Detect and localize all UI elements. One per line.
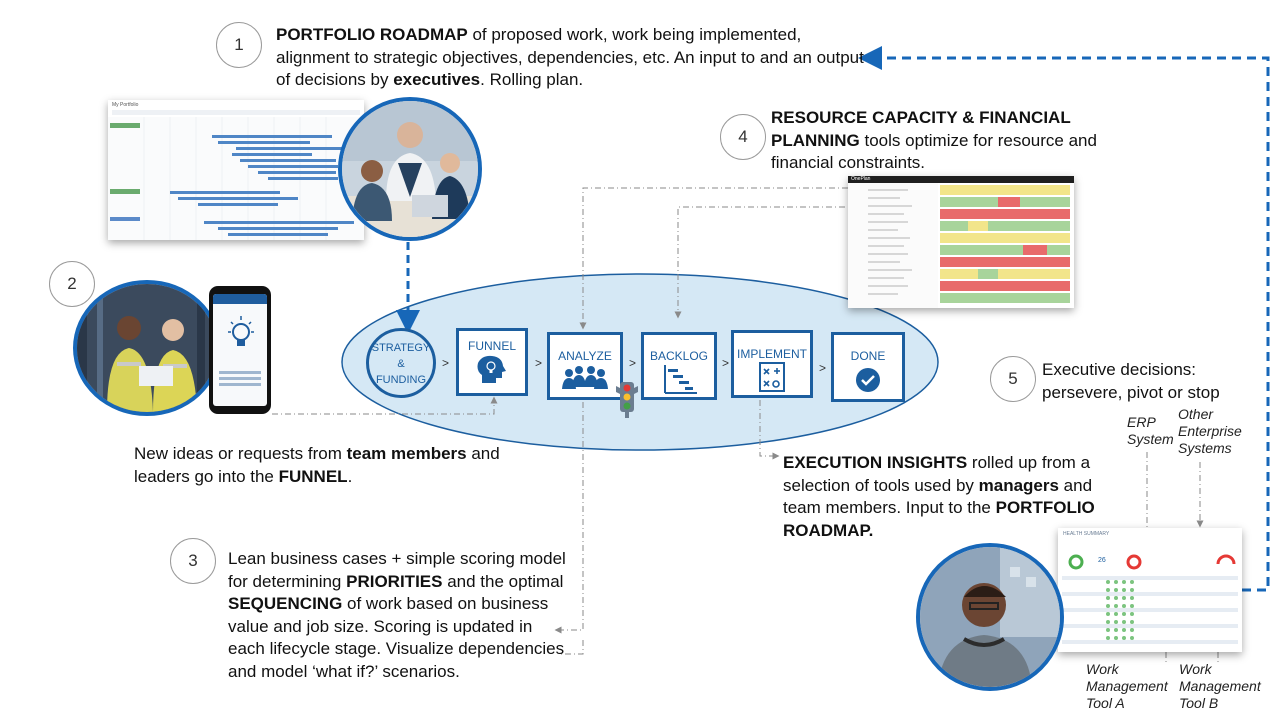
stage-implement: IMPLEMENT (731, 330, 813, 398)
stage-analyze: ANALYZE (547, 332, 623, 400)
step-number-2: 2 (49, 261, 95, 307)
strategy-label-3: FUNDING (375, 374, 427, 386)
other-enterprise-systems-label: Other Enterprise Systems (1178, 406, 1242, 456)
step-number-3: 3 (170, 538, 216, 584)
traffic-light-icon (616, 382, 638, 418)
stage-separator: > (819, 361, 827, 375)
work-tool-b-label: Work Management Tool B (1179, 661, 1261, 711)
insights-bold-1: EXECUTION INSIGHTS (783, 453, 968, 472)
callout1-text-2: . Rolling plan. (480, 70, 584, 89)
health-summary-title: HEALTH SUMMARY (1063, 531, 1110, 537)
health-summary-dashboard: 26 (1062, 554, 1238, 644)
callout4-bold-1: RESOURCE CAPACITY & FINANCIAL PLANNING (771, 108, 1071, 150)
stage-separator: > (629, 356, 637, 370)
stage-analyze-label: ANALYZE (558, 349, 612, 363)
portfolio-roadmap-screenshot: My Portfolio (108, 100, 364, 240)
health-value: 26 (1098, 557, 1106, 564)
lightbulb-icon (228, 316, 254, 346)
roadmap-title: My Portfolio (112, 102, 139, 108)
callout3-bold-2: SEQUENCING (228, 594, 343, 613)
capacity-planning-screenshot: OnePlan (848, 176, 1074, 308)
insights-text-2: and team members. Input to the (783, 475, 1093, 518)
callout2-text-2: and leaders go into the (134, 444, 500, 486)
health-summary-screenshot: HEALTH SUMMARY 26 (1058, 528, 1242, 652)
callout-resource-capacity: RESOURCE CAPACITY & FINANCIAL PLANNING t… (771, 107, 1111, 175)
stage-funnel: FUNNEL (456, 328, 528, 396)
callout4-text-1: tools optimize for resource and financia… (771, 130, 1097, 173)
callout3-text-2: and the optimal (442, 571, 564, 591)
stage-implement-label: IMPLEMENT (736, 347, 807, 361)
stage-funnel-label: FUNNEL (467, 339, 516, 353)
stage-done-label: DONE (850, 349, 886, 363)
step-number-5: 5 (990, 356, 1036, 402)
gantt-chart-icon (664, 365, 697, 394)
roadmap-gantt (108, 117, 364, 240)
stage-backlog: BACKLOG (641, 332, 717, 400)
callout3-text-1: Lean business cases + simple scoring mod… (228, 549, 566, 591)
strategy-label-1: STRATEGY (371, 342, 431, 354)
step-number-4: 4 (720, 114, 766, 160)
feedback-dashed-arrow (858, 46, 1270, 592)
callout-executive-decisions: Executive decisions: persevere, pivot or… (1042, 360, 1220, 402)
idea-head-icon (477, 355, 506, 383)
callout-execution-insights: EXECUTION INSIGHTS rolled up from a sele… (783, 452, 1103, 542)
work-tool-a-label: Work Management Tool A (1086, 661, 1168, 711)
stage-strategy-funding: STRATEGY & FUNDING (366, 328, 436, 398)
manager-photo (916, 543, 1064, 691)
callout3-text-3: of work based on business value and job … (228, 594, 565, 681)
capacity-heatmap (848, 183, 1070, 308)
step-number-1: 1 (216, 22, 262, 68)
callout2-bold-2: FUNNEL (278, 466, 348, 486)
stage-separator: > (442, 356, 450, 370)
stage-separator: > (722, 356, 730, 370)
math-worksheet-icon (759, 362, 785, 392)
callout-new-ideas: New ideas or requests from team members … (134, 443, 514, 488)
insights-bold-3: PORTFOLIO ROADMAP. (783, 498, 1095, 540)
callout2-text-1: New ideas or requests from (134, 444, 347, 463)
phone-mockup (209, 286, 271, 414)
callout2-text-3: . (347, 466, 353, 486)
callout2-bold-1: team members (346, 444, 467, 463)
callout1-bold-1: PORTFOLIO ROADMAP (276, 25, 468, 44)
stage-done: DONE (831, 332, 905, 402)
stage-separator: > (535, 356, 543, 370)
callout1-bold-2: executives (393, 70, 481, 89)
checkmark-icon (856, 368, 880, 392)
strategy-label-2: & (397, 358, 405, 370)
stage-backlog-label: BACKLOG (649, 349, 709, 363)
insights-text-1: rolled up from a selection of tools used… (783, 453, 1091, 495)
erp-system-label: ERP System (1127, 414, 1174, 447)
callout1-text-1: of proposed work, work being implemented… (276, 25, 864, 89)
capacity-brand: OnePlan (848, 176, 1074, 183)
callout3-bold-1: PRIORITIES (346, 571, 443, 591)
insights-bold-2: managers (978, 475, 1059, 495)
team-meeting-icon (562, 366, 608, 389)
process-ellipse (341, 273, 939, 451)
team-members-photo (73, 280, 221, 416)
callout-portfolio-roadmap: PORTFOLIO ROADMAP of proposed work, work… (276, 24, 866, 92)
callout-business-cases: Lean business cases + simple scoring mod… (228, 548, 568, 683)
executives-photo (338, 97, 482, 241)
